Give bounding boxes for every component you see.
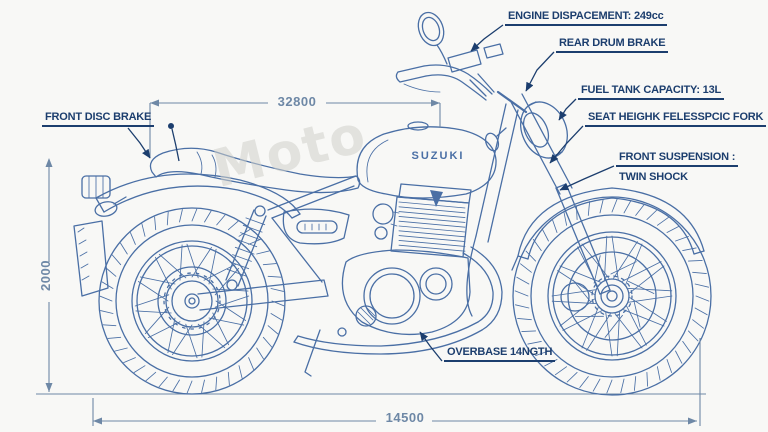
headlight — [520, 101, 568, 159]
front-disc-brake-rotor — [560, 251, 657, 341]
handlebar — [395, 43, 504, 101]
spark-plug — [430, 190, 443, 207]
foot-peg — [337, 327, 347, 337]
rear-shock — [225, 205, 267, 291]
rear-tire-tread — [99, 208, 285, 394]
callout-front-suspension: FRONT SUSPENSION : — [616, 151, 739, 168]
rear-wheel — [98, 207, 286, 395]
rear-turn-signal — [94, 201, 118, 217]
carburetor — [372, 203, 394, 225]
kickstand — [304, 327, 347, 377]
exhaust — [293, 246, 503, 355]
fuel-tank: SUZUKI — [356, 121, 497, 199]
dimension-arrows — [45, 99, 697, 425]
gauge-cluster — [447, 49, 482, 73]
leader-front-brake — [127, 127, 151, 159]
brake-caliper — [560, 282, 590, 312]
rear-drum-brake — [157, 266, 227, 336]
callout-rear-drum-brake: REAR DRUM BRAKE — [556, 37, 669, 54]
side-panel — [282, 208, 350, 245]
reference-marker — [168, 123, 180, 162]
leader-seat-fork — [549, 125, 584, 164]
tank-logo: SUZUKI — [412, 150, 465, 162]
callout-front-disc-brake: FRONT DISC BRAKE — [42, 111, 155, 128]
leader-rear-brake — [525, 51, 555, 92]
crankcase — [341, 249, 471, 336]
front-tire-tread — [514, 198, 710, 394]
dimension-lines — [48, 102, 701, 426]
callout-wheelbase: OVERBASE 14NGTH — [444, 346, 556, 363]
callout-fuel-tank-capacity: FUEL TANK CAPACITY: 13L — [578, 84, 725, 101]
callout-seat-height-fork: SEAT HEIGHK FELESSPCIC FORK — [585, 111, 767, 128]
grip — [395, 65, 427, 83]
leader-engine — [470, 24, 504, 52]
dimension-overall-length: 32800 — [277, 94, 317, 109]
front-fender — [511, 187, 705, 271]
leader-wheelbase — [419, 331, 443, 362]
seat — [149, 147, 361, 194]
leader-fuel-tank — [558, 98, 577, 121]
side-panel-badge — [296, 220, 338, 234]
dimension-height: 2000 — [37, 260, 53, 291]
shock-coil — [226, 217, 266, 277]
fuel-cap — [407, 121, 429, 131]
cylinder-fins — [398, 201, 466, 252]
callout-twin-shock: TWIN SHOCK — [619, 171, 688, 183]
brake-lever — [403, 83, 441, 93]
callout-engine-displacement: ENGINE DISPACEMENT: 249cc — [505, 10, 667, 27]
swingarm — [197, 279, 329, 311]
mud-flap — [73, 220, 109, 297]
front-wheel — [512, 196, 712, 396]
dimension-wheelbase: 14500 — [385, 410, 425, 425]
engine — [341, 183, 472, 336]
leader-lines — [127, 24, 615, 362]
mirror — [417, 11, 448, 65]
leader-front-suspension — [559, 165, 615, 191]
rear-fender — [73, 173, 301, 297]
front-turn-signal — [484, 127, 507, 152]
